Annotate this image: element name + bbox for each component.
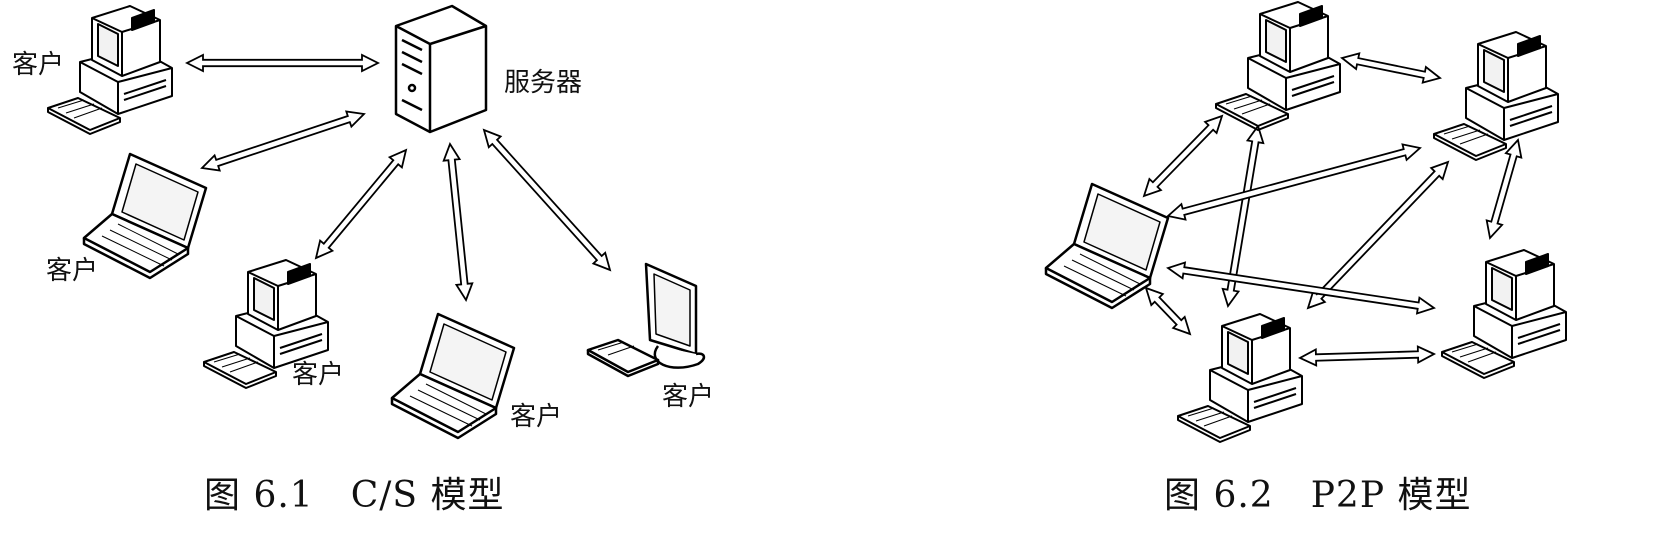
p2p-arrow-p3-p5 [1144, 286, 1192, 336]
cs-arrow-server-c3 [314, 148, 408, 260]
p2p-arrow-p2-p5 [1306, 160, 1450, 310]
cs-arrow-server-c2 [200, 110, 366, 172]
cs-client-1-label: 客户 [12, 50, 65, 80]
p2p-arrow-p2-p3 [1166, 143, 1422, 221]
p2p-peer-2-desktop-icon [1433, 31, 1559, 161]
cs-server-icon [394, 4, 488, 134]
p2p-peer-1-desktop-icon [1215, 1, 1341, 131]
p2p-figure-caption: 图 6.2 P2P 模型 [1164, 475, 1472, 516]
cs-client-2-label: 客户 [46, 256, 99, 286]
cs-arrow-server-c5 [482, 128, 612, 272]
cs-connections [184, 53, 612, 303]
cs-client-3-label: 客户 [292, 360, 345, 390]
cs-client-5-label: 客户 [662, 382, 715, 412]
cs-client-1-desktop-icon [47, 5, 173, 135]
p2p-connections [1142, 52, 1523, 367]
cs-client-4-label: 客户 [510, 402, 563, 432]
cs-server-label: 服务器 [504, 68, 583, 98]
p2p-arrow-p3-p4 [1166, 261, 1436, 315]
cs-client-2-laptop-icon [82, 152, 208, 280]
p2p-arrow-p1-p5 [1221, 124, 1265, 308]
p2p-arrow-p2-p4 [1485, 138, 1523, 240]
p2p-peer-5-desktop-icon [1177, 313, 1303, 443]
cs-client-4-laptop-icon [390, 312, 516, 440]
p2p-peer-4-desktop-icon [1441, 249, 1567, 379]
cs-figure-caption: 图 6.1 C/S 模型 [204, 475, 505, 516]
cs-arrow-server-c4 [442, 141, 474, 303]
cs-client-5-monitor-icon [586, 262, 706, 378]
p2p-arrow-p4-p5 [1297, 345, 1437, 367]
cs-arrow-server-c1 [184, 53, 381, 73]
p2p-arrow-p1-p2 [1340, 52, 1442, 84]
p2p-arrow-p1-p3 [1142, 114, 1224, 198]
